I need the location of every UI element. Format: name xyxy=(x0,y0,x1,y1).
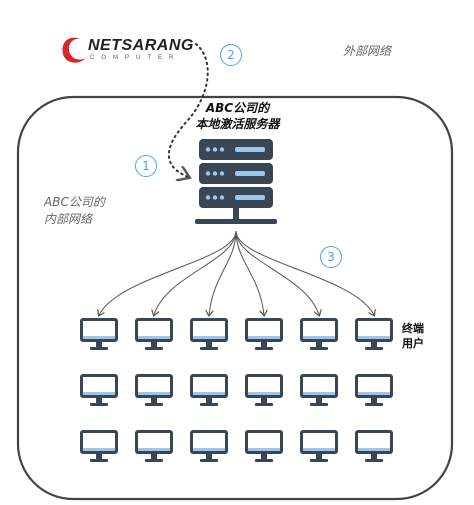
monitor-icon xyxy=(80,430,118,462)
netsarang-logo-mark xyxy=(62,37,86,63)
monitor-icon xyxy=(245,318,283,350)
external-network-label: 外部网络 xyxy=(343,44,392,58)
end-users-label: 终端 用户 xyxy=(402,321,424,351)
monitor-icon xyxy=(135,430,173,462)
fan-arrow xyxy=(235,230,264,315)
step-badge-1: 1 xyxy=(135,155,157,177)
server-label: ABC公司的 本地激活服务器 xyxy=(175,100,300,132)
step-badge-2: 2 xyxy=(220,44,242,66)
server-icon xyxy=(195,139,277,224)
monitor-icon xyxy=(190,318,228,350)
monitor-icon xyxy=(80,318,118,350)
internal-network-label-line1: ABC公司的 xyxy=(44,195,105,209)
server-unit xyxy=(199,139,273,160)
monitor-icon xyxy=(190,374,228,406)
server-unit xyxy=(199,163,273,184)
fan-arrow xyxy=(235,230,374,315)
logo-brand-text: NETSARANG xyxy=(88,37,194,54)
monitor-icon xyxy=(135,374,173,406)
server-stand xyxy=(233,208,239,220)
monitor-icon xyxy=(80,374,118,406)
fan-arrow xyxy=(99,230,237,315)
activation-dotted-arrow xyxy=(167,43,209,177)
server-label-line1: ABC公司的 xyxy=(205,101,270,115)
monitor-icon xyxy=(300,374,338,406)
server-base xyxy=(195,219,277,224)
monitor-icon xyxy=(245,430,283,462)
end-users-label-line1: 终端 xyxy=(402,322,424,335)
monitor-icon xyxy=(300,430,338,462)
monitor-icon xyxy=(355,374,393,406)
end-user-monitor-grid xyxy=(80,318,393,462)
fan-arrow xyxy=(154,230,237,315)
server-label-line2: 本地激活服务器 xyxy=(195,117,280,131)
monitor-icon xyxy=(190,430,228,462)
monitor-icon xyxy=(135,318,173,350)
monitor-icon xyxy=(245,374,283,406)
fan-arrow xyxy=(209,230,237,315)
server-to-users-arrows xyxy=(99,230,374,315)
server-unit xyxy=(199,187,273,208)
monitor-icon xyxy=(300,318,338,350)
fan-arrow xyxy=(235,230,319,315)
internal-network-boundary xyxy=(16,95,454,501)
monitor-icon xyxy=(355,430,393,462)
logo-subtitle: COMPUTER xyxy=(90,55,181,61)
end-users-label-line2: 用户 xyxy=(402,337,424,350)
step-badge-3: 3 xyxy=(320,246,342,268)
logo-swoosh-icon xyxy=(62,37,86,63)
internal-network-label-line2: 内部网络 xyxy=(44,212,93,226)
internal-network-label: ABC公司的 内部网络 xyxy=(44,194,105,228)
monitor-icon xyxy=(355,318,393,350)
